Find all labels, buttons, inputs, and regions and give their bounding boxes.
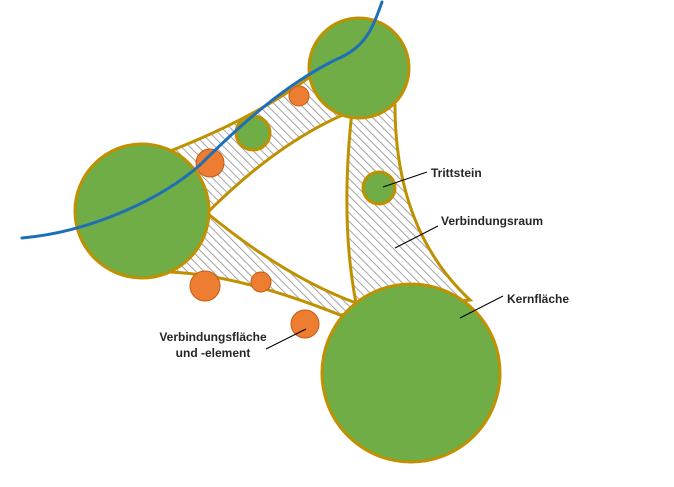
leader-verbindungsflaeche bbox=[265, 328, 307, 350]
core-area-left bbox=[73, 142, 211, 280]
leader-verbindungsraum bbox=[394, 225, 439, 249]
connecting-element-3 bbox=[189, 270, 221, 302]
leader-kernflaeche bbox=[459, 295, 504, 319]
label-verbindungsflaeche-line1: Verbindungsfläche bbox=[159, 330, 267, 344]
stepping-stone-upper bbox=[234, 114, 272, 152]
river bbox=[20, 0, 384, 240]
leader-trittstein bbox=[382, 171, 428, 188]
label-verbindungsraum: Verbindungsraum bbox=[441, 214, 544, 228]
core-area-bottom bbox=[320, 282, 502, 464]
connecting-element-4 bbox=[250, 271, 272, 293]
label-verbindungsflaeche: Verbindungsfläche und -element bbox=[158, 329, 268, 361]
label-kernflaeche: Kernfläche bbox=[507, 292, 570, 306]
connecting-element-5 bbox=[290, 309, 320, 339]
label-verbindungsflaeche-line2: und -element bbox=[175, 346, 251, 360]
label-trittstein: Trittstein bbox=[431, 166, 482, 180]
connecting-element-1 bbox=[288, 85, 310, 107]
stepping-stone-right bbox=[361, 170, 397, 206]
connecting-element-2 bbox=[195, 148, 225, 178]
core-area-top bbox=[307, 16, 411, 120]
